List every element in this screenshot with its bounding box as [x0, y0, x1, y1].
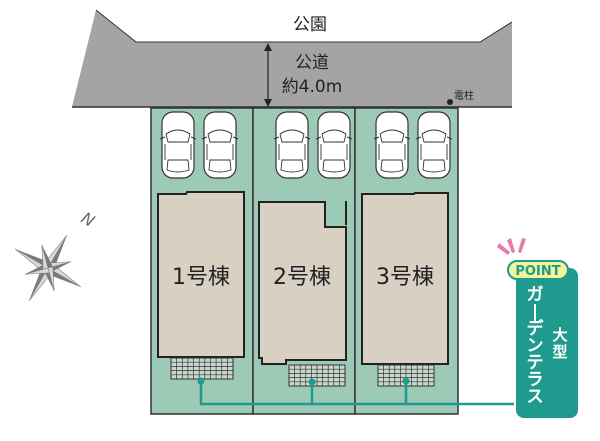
road-area [72, 10, 512, 107]
park-label: 公園 [293, 15, 327, 35]
house-2-footprint [258, 201, 347, 365]
road-width-label: 約4.0m [282, 77, 343, 97]
car-icon [201, 111, 239, 179]
park-edge [95, 9, 513, 43]
point-badge-label: POINT [515, 264, 560, 279]
car-icon [273, 111, 311, 179]
spark-icon [497, 238, 526, 255]
car-icon [415, 111, 453, 179]
utility-pole-icon [447, 99, 453, 105]
terrace-3-dot [402, 377, 410, 385]
house-1-label: 1号棟 [172, 265, 230, 290]
callout-box [516, 268, 578, 418]
compass-rose-icon [14, 234, 82, 302]
house-3-label: 3号棟 [376, 265, 434, 290]
garden-terrace-1 [170, 357, 234, 380]
car-icon [159, 111, 197, 179]
terrace-2-dot [308, 378, 316, 386]
house-2-label: 2号棟 [273, 265, 331, 290]
car-icon [373, 111, 411, 179]
point-badge [507, 260, 569, 280]
compass-north-label: N [78, 208, 98, 230]
callout-connector [199, 381, 514, 406]
garden-terrace-2 [288, 364, 346, 387]
road-name: 公道 [295, 53, 329, 73]
car-icon [315, 111, 353, 179]
parking-cars [159, 111, 453, 179]
utility-pole-label: 電柱 [454, 89, 474, 102]
house-3-footprint [361, 192, 449, 365]
house-1-footprint [157, 191, 245, 358]
road-width-arrow [264, 43, 272, 107]
callout-title: ガ|デンテラス [527, 285, 545, 407]
callout-subtitle: 大型 [552, 326, 567, 361]
terrace-1-dot [197, 377, 205, 385]
